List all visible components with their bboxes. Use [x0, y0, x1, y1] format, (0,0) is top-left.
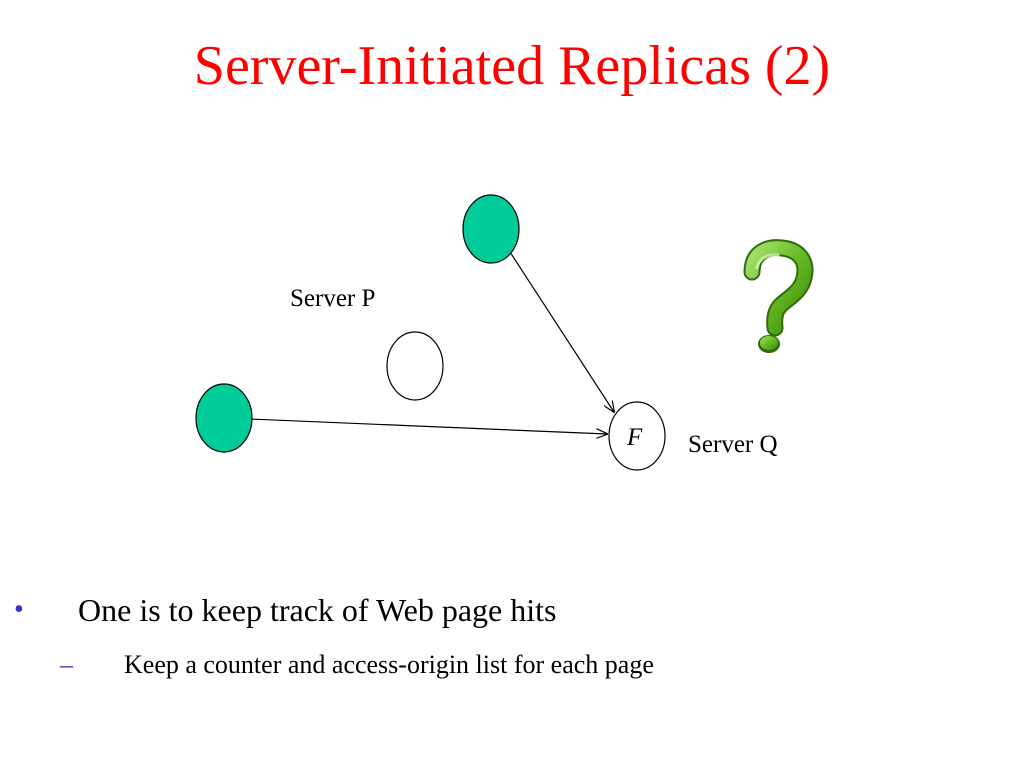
question-mark-icon: [743, 239, 814, 353]
slide-title: Server-Initiated Replicas (2): [193, 35, 831, 97]
bullet-text: One is to keep track of Web page hits: [78, 592, 557, 628]
request-arrow-top: [509, 251, 614, 412]
bullet-marker: •: [14, 594, 24, 625]
server-p-node: [386, 331, 444, 401]
sub-bullet-text: Keep a counter and access-origin list fo…: [124, 650, 654, 679]
server-q-label: Server Q: [688, 431, 778, 458]
file-label: F: [627, 424, 643, 451]
client-node-left: [195, 383, 253, 453]
client-node-top: [462, 194, 520, 264]
request-arrow-left: [249, 418, 607, 434]
server-q-node: [608, 401, 666, 471]
sub-bullet-marker: –: [60, 650, 73, 679]
server-p-label: Server P: [290, 285, 376, 312]
